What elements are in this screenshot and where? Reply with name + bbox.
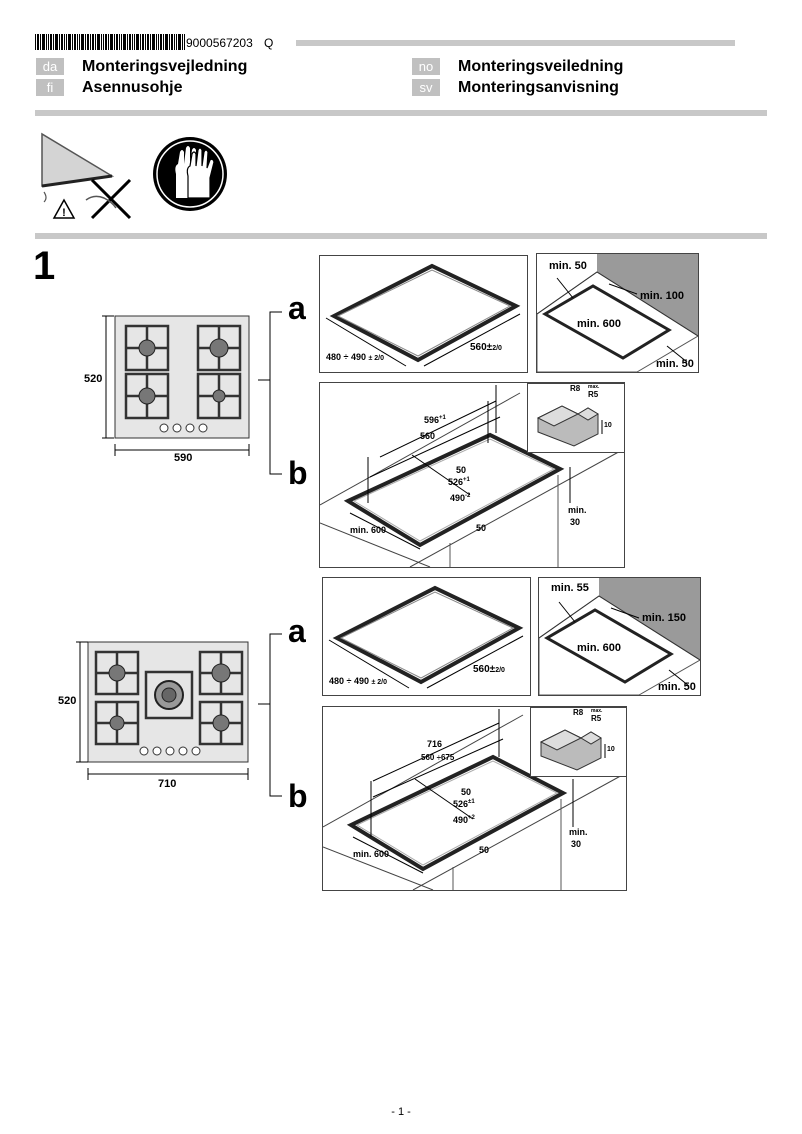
panel-4a-min-bottom: min. 50 bbox=[656, 358, 694, 370]
hob-4-burner-drawing bbox=[102, 315, 250, 456]
panel-5a-depth-tol: 2/0 bbox=[495, 667, 505, 674]
panel-4a-width-tol: ± 2/0 bbox=[368, 355, 385, 362]
barcode bbox=[35, 34, 185, 50]
panel-4b-d490-tol: -2 bbox=[465, 493, 471, 499]
panel-5a-min-top: min. 55 bbox=[551, 582, 589, 594]
panel-4a-cutout: 480 ÷ 490 ± 2/0 560±2/0 bbox=[319, 255, 528, 373]
panel-5b-thick: 10 bbox=[607, 746, 615, 753]
hob-5-label-b: b bbox=[288, 778, 308, 814]
panel-4b-min30: min. bbox=[568, 505, 587, 515]
panel-5b-r5: R5 bbox=[591, 714, 602, 723]
panel-4a-min-depth: min. 600 bbox=[577, 318, 622, 330]
panel-4b-w1: 596 bbox=[424, 415, 440, 425]
doc-number: 9000567203 bbox=[186, 36, 253, 50]
panel-5b-min30: min. bbox=[569, 827, 588, 837]
panel-4a-depth-tol: 2/0 bbox=[492, 345, 502, 352]
hob-5-burner-drawing bbox=[76, 641, 249, 780]
hob-5-width: 710 bbox=[158, 778, 177, 790]
panel-4b-w2: 560 bbox=[420, 431, 436, 441]
doc-suffix: Q bbox=[264, 36, 274, 50]
panel-5a-width-tol: ± 2/0 bbox=[371, 679, 388, 686]
title-da: Monteringsvejledning bbox=[82, 58, 248, 75]
lang-tag-no: no bbox=[412, 58, 440, 75]
panel-5b-r8: R8 bbox=[573, 708, 584, 717]
panel-4b-d490: 490 bbox=[450, 493, 466, 503]
lang-tag-da: da bbox=[36, 58, 64, 75]
panel-5b-d490: 490 bbox=[453, 815, 469, 825]
panel-5b-inset: R8 max. R5 10 bbox=[530, 707, 627, 777]
panel-5a-min-bottom: min. 50 bbox=[658, 681, 696, 693]
glass-cut-warning-icon: ! bbox=[41, 132, 132, 220]
panel-5a-width: 480 ÷ 490 bbox=[329, 676, 369, 686]
panel-4b-min600: min. 600 bbox=[350, 525, 387, 535]
header-rule bbox=[296, 40, 735, 46]
panel-5b-min30-val: 30 bbox=[571, 839, 582, 849]
panel-4b-thick: 10 bbox=[604, 422, 612, 429]
panel-5b-min600: min. 600 bbox=[353, 849, 390, 859]
hob-5-bracket bbox=[258, 633, 282, 797]
panel-5a-cutout: 480 ÷ 490 ± 2/0 560±2/0 bbox=[322, 577, 531, 696]
panel-4b-min30-val: 30 bbox=[570, 517, 581, 527]
step-number: 1 bbox=[33, 244, 56, 288]
panel-5b-d50: 50 bbox=[461, 787, 472, 797]
title-no: Monteringsveiledning bbox=[458, 58, 624, 75]
gloves-icon bbox=[153, 137, 227, 211]
svg-text:!: ! bbox=[62, 207, 66, 219]
panel-4a-min-top: min. 50 bbox=[549, 260, 587, 272]
panel-4b-inset: R8 max. R5 10 bbox=[527, 383, 625, 453]
panel-4a-depth: 560± bbox=[470, 342, 493, 353]
panel-5b-d526: 526 bbox=[453, 799, 469, 809]
panel-4b-d50b: 50 bbox=[476, 523, 487, 533]
title-sv: Monteringsanvisning bbox=[458, 79, 619, 96]
hob-4-label-a: a bbox=[288, 290, 306, 326]
panel-5b-d526-tol: ±1 bbox=[468, 799, 475, 805]
panel-4b-d526-tol: +1 bbox=[463, 477, 470, 483]
panel-4b-r8: R8 bbox=[570, 384, 581, 393]
hob-4-height: 520 bbox=[84, 373, 103, 385]
hob-5-height: 520 bbox=[58, 695, 77, 707]
panel-4b-worktop: 596+1 560 50 526+1 490-2 min. 600 50 min… bbox=[319, 382, 625, 568]
section-rule-2 bbox=[35, 233, 767, 239]
panel-5b-r5max: max. bbox=[591, 708, 603, 714]
section-rule bbox=[35, 110, 767, 116]
panel-5b-worktop: 716 560 ÷675 50 526±1 490+2 min. 600 50 … bbox=[322, 706, 627, 891]
panel-4b-r5: R5 bbox=[588, 390, 599, 399]
page-number: - 1 - bbox=[391, 1106, 411, 1118]
panel-5a-depth: 560± bbox=[473, 664, 496, 675]
panel-4b-d50: 50 bbox=[456, 465, 467, 475]
panel-5a-min-depth: min. 600 bbox=[577, 642, 622, 654]
hob-4-bracket bbox=[258, 311, 282, 475]
panel-4b-w1-tol: +1 bbox=[439, 415, 446, 421]
panel-5a-min-side: min. 150 bbox=[642, 612, 687, 624]
title-fi: Asennusohje bbox=[82, 79, 183, 96]
hob-5-label-a: a bbox=[288, 613, 306, 649]
panel-4a-min-side: min. 100 bbox=[640, 290, 685, 302]
hob-4-width: 590 bbox=[174, 452, 193, 464]
panel-5a-clearance: min. 55 min. 150 min. 600 min. 50 bbox=[538, 577, 701, 696]
panel-4b-d526: 526 bbox=[448, 477, 464, 487]
panel-4b-r5max: max. bbox=[588, 384, 600, 390]
panel-5b-w2: 560 ÷675 bbox=[421, 753, 455, 762]
panel-4a-width: 480 ÷ 490 bbox=[326, 352, 366, 362]
panel-5b-d50b: 50 bbox=[479, 845, 490, 855]
hob-4-label-b: b bbox=[288, 455, 308, 491]
panel-5b-w1: 716 bbox=[427, 739, 443, 749]
lang-tag-sv: sv bbox=[412, 79, 440, 96]
panel-4a-clearance: min. 50 min. 100 min. 600 min. 50 bbox=[536, 253, 699, 373]
panel-5b-d490-tol: +2 bbox=[468, 815, 475, 821]
lang-tag-fi: fi bbox=[36, 79, 64, 96]
